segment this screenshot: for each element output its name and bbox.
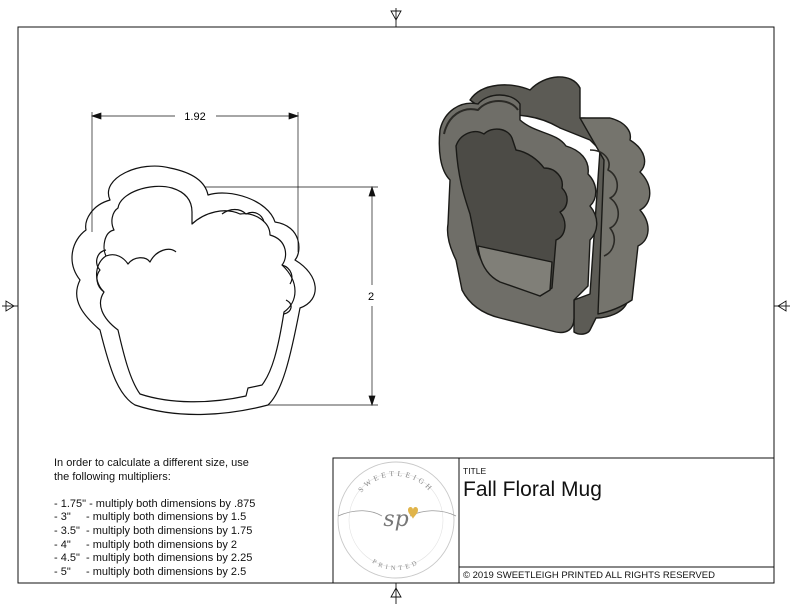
size-instructions: In order to calculate a different size, …	[54, 457, 255, 579]
multiplier-item: - 4" - multiply both dimensions by 2	[54, 538, 238, 551]
cutter-right-band	[579, 117, 651, 315]
cutter-scallop-edge	[589, 149, 620, 257]
inner-flower-2	[105, 248, 177, 265]
center-mark-right	[774, 300, 790, 312]
height-dimension-label: 2	[368, 291, 374, 303]
multiplier-item: - 1.75" - multiply both dimensions by .8…	[54, 497, 256, 510]
center-mark-left	[2, 300, 18, 312]
cutter-rim	[443, 100, 519, 135]
logo-top-text: SWEETLEIGH	[356, 469, 436, 494]
instructions-intro-line: In order to calculate a different size, …	[54, 457, 249, 469]
height-dimension	[205, 185, 378, 407]
cutter-3d-render	[438, 76, 651, 335]
sweetleigh-logo: SWEETLEIGH PRINTED sp	[337, 461, 457, 579]
logo-bottom-text: PRINTED	[371, 558, 421, 572]
multiplier-item: - 4.5" - multiply both dimensions by 2.2…	[54, 552, 253, 565]
center-mark-bottom	[390, 583, 402, 604]
title-block	[332, 457, 775, 584]
cutter-inner-floor	[477, 245, 553, 297]
multiplier-item: - 3.5" - multiply both dimensions by 1.7…	[54, 524, 253, 537]
inner-scallops	[281, 264, 293, 315]
width-dimension	[90, 112, 300, 252]
logo-heart-icon	[408, 507, 418, 519]
inner-outline	[96, 185, 296, 403]
logo-monogram: sp	[383, 507, 408, 532]
multiplier-item: - 5" - multiply both dimensions by 2.5	[54, 565, 247, 578]
inner-flower-1	[96, 249, 107, 293]
instructions-spacer	[54, 484, 255, 498]
instructions-intro-line: the following multipliers:	[54, 470, 171, 483]
multiplier-item: - 3" - multiply both dimensions by 1.5	[54, 511, 247, 524]
cutter-outline-2d	[71, 165, 316, 416]
center-mark-top	[390, 8, 402, 27]
outer-outline	[71, 165, 316, 416]
inner-flower-3	[221, 208, 265, 223]
title-label: TITLE	[463, 466, 487, 476]
copyright-notice: © 2019 SWEETLEIGH PRINTED ALL RIGHTS RES…	[463, 570, 715, 581]
width-dimension-label: 1.92	[184, 111, 205, 123]
drawing-title: Fall Floral Mug	[463, 478, 602, 501]
